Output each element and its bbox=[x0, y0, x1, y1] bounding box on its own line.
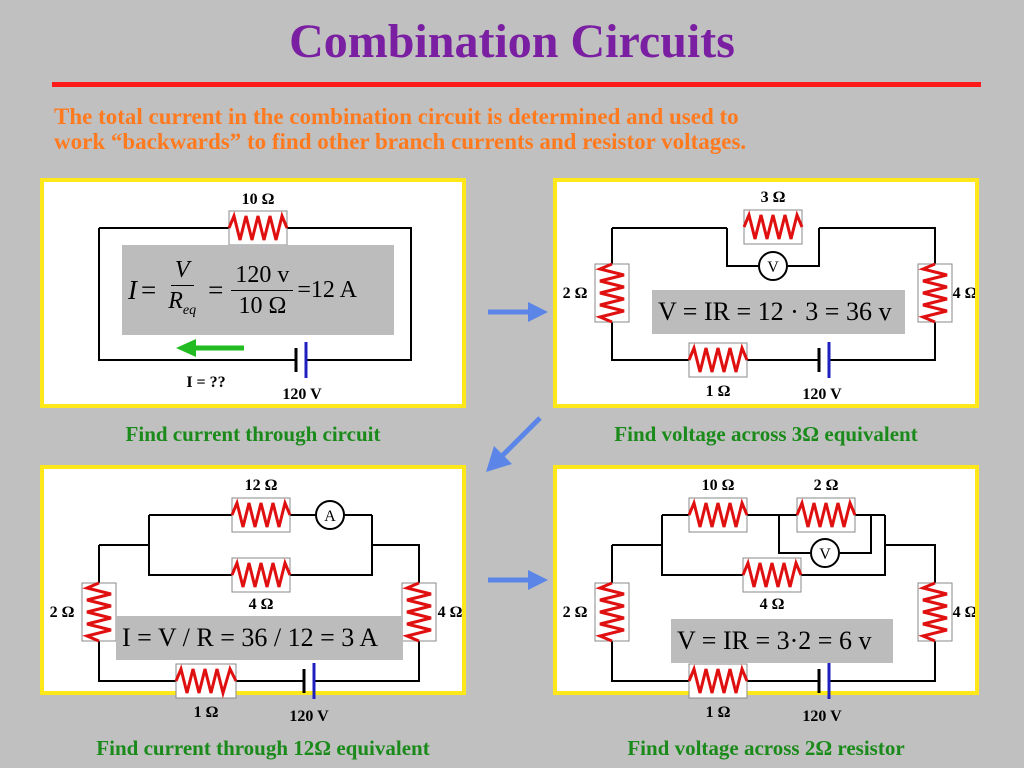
caption-panel-1: Find current through circuit bbox=[125, 422, 381, 446]
arrow-right-icon bbox=[488, 302, 548, 322]
battery-icon bbox=[817, 342, 831, 378]
frac1-num: V bbox=[174, 256, 190, 283]
battery-label: 120 V bbox=[289, 708, 329, 725]
circuit-diagram-4: V 10 Ω 2 Ω 4 Ω 2 Ω 4 Ω bbox=[563, 477, 975, 725]
resistor-icon bbox=[795, 497, 857, 533]
resistor-label-top: 10 Ω bbox=[242, 191, 275, 208]
resistor-label-top: 12 Ω bbox=[245, 477, 278, 494]
eq-lhs: I bbox=[128, 274, 137, 305]
resistor-icon bbox=[174, 663, 238, 699]
eq-text: V = IR = 3·2 = 6 v bbox=[677, 626, 872, 655]
eq-text: I = V / R = 36 / 12 = 3 A bbox=[122, 623, 379, 652]
resistor-label-bottom: 1 Ω bbox=[706, 704, 731, 721]
resistor-icon bbox=[594, 581, 630, 643]
resistor-label-bottom: 1 Ω bbox=[706, 383, 731, 400]
resistor-label-right: 4 Ω bbox=[438, 604, 462, 621]
resistor-label-bottom: 1 Ω bbox=[194, 704, 219, 721]
caption-panel-3: Find current through 12Ω equivalent bbox=[96, 736, 430, 760]
circuit-diagram-3: A 12 Ω 4 Ω 2 Ω 4 Ω 1 Ω bbox=[50, 477, 462, 725]
eq-text: V = IR = 12 · 3 = 36 v bbox=[658, 297, 892, 326]
resistor-label-right: 4 Ω bbox=[953, 285, 975, 302]
fraction-v-over-req: V Req bbox=[164, 255, 200, 326]
current-label: I = ?? bbox=[186, 374, 225, 391]
subtitle-line-1: The total current in the combination cir… bbox=[54, 104, 739, 129]
resistor-label-top-1: 10 Ω bbox=[702, 477, 735, 494]
resistor-label-mid: 4 Ω bbox=[249, 596, 274, 613]
panel-current-12ohm: A 12 Ω 4 Ω 2 Ω 4 Ω 1 Ω bbox=[40, 465, 466, 725]
ammeter-icon: A bbox=[315, 500, 345, 530]
eq-result: =12 A bbox=[297, 276, 357, 303]
ammeter-label: A bbox=[324, 508, 336, 525]
caption-panel-4: Find voltage across 2Ω resistor bbox=[627, 736, 905, 760]
circuit-diagram-1: 10 Ω 120 V I = ?? bbox=[98, 191, 412, 403]
slide-title: Combination Circuits bbox=[289, 15, 735, 68]
eq-equals-2: = bbox=[208, 274, 224, 305]
arrow-right-icon bbox=[488, 570, 548, 590]
arrow-down-left-icon bbox=[486, 416, 542, 472]
battery-label: 120 V bbox=[282, 386, 322, 403]
circuit-diagram-2: V 3 Ω 2 Ω 4 Ω 1 Ω 120 V bbox=[563, 189, 975, 403]
slide-subtitle: The total current in the combination cir… bbox=[54, 104, 994, 154]
subtitle-line-2: work “backwards” to find other branch cu… bbox=[54, 129, 747, 154]
resistor-label-left: 2 Ω bbox=[563, 604, 588, 621]
resistor-icon bbox=[917, 581, 953, 643]
resistor-icon bbox=[230, 557, 292, 593]
resistor-icon bbox=[742, 209, 804, 245]
battery-label: 120 V bbox=[802, 708, 842, 725]
frac1-den: R bbox=[168, 287, 183, 314]
resistor-icon bbox=[687, 663, 749, 699]
battery-icon bbox=[294, 342, 308, 378]
resistor-icon bbox=[917, 262, 953, 324]
resistor-label-top-2: 2 Ω bbox=[814, 477, 839, 494]
resistor-icon bbox=[741, 557, 803, 593]
resistor-icon bbox=[227, 210, 289, 246]
resistor-label-top: 3 Ω bbox=[761, 189, 786, 206]
equation-current-12ohm: I = V / R = 36 / 12 = 3 A bbox=[116, 616, 403, 660]
resistor-label-left: 2 Ω bbox=[563, 285, 588, 302]
frac2-den: 10 Ω bbox=[238, 292, 287, 319]
voltmeter-label: V bbox=[767, 259, 779, 276]
voltmeter-icon: V bbox=[758, 251, 788, 281]
panel-voltage-2ohm: V 10 Ω 2 Ω 4 Ω 2 Ω 4 Ω bbox=[553, 465, 979, 725]
frac1-den-sub: eq bbox=[182, 302, 197, 318]
resistor-icon bbox=[687, 497, 749, 533]
equation-voltage-2ohm: V = IR = 3·2 = 6 v bbox=[671, 619, 893, 663]
resistor-icon bbox=[81, 581, 117, 643]
resistor-icon bbox=[594, 262, 630, 324]
equation-total-current: I = V Req = 120 v 10 Ω =12 A bbox=[122, 245, 394, 335]
frac2-num: 120 v bbox=[231, 260, 294, 291]
fraction-120-over-10: 120 v 10 Ω bbox=[231, 260, 294, 321]
equation-voltage-3ohm: V = IR = 12 · 3 = 36 v bbox=[652, 290, 905, 334]
title-divider bbox=[52, 82, 981, 87]
resistor-icon bbox=[230, 497, 292, 533]
voltmeter-icon: V bbox=[810, 538, 840, 568]
panel-total-current: 10 Ω 120 V I = ?? I = V Req = 120 v 10 Ω… bbox=[40, 178, 466, 408]
battery-icon bbox=[302, 663, 316, 699]
resistor-label-mid: 4 Ω bbox=[760, 596, 785, 613]
current-arrow-icon bbox=[176, 339, 244, 357]
resistor-icon bbox=[401, 581, 437, 643]
caption-panel-2: Find voltage across 3Ω equivalent bbox=[614, 422, 918, 446]
resistor-icon bbox=[687, 342, 749, 378]
voltmeter-label: V bbox=[819, 546, 831, 563]
resistor-label-left: 2 Ω bbox=[50, 604, 75, 621]
eq-equals: = bbox=[141, 274, 157, 305]
resistor-label-right: 4 Ω bbox=[953, 604, 975, 621]
battery-icon bbox=[817, 663, 831, 699]
panel-voltage-3ohm: V 3 Ω 2 Ω 4 Ω 1 Ω 120 V bbox=[553, 178, 979, 408]
battery-label: 120 V bbox=[802, 386, 842, 403]
